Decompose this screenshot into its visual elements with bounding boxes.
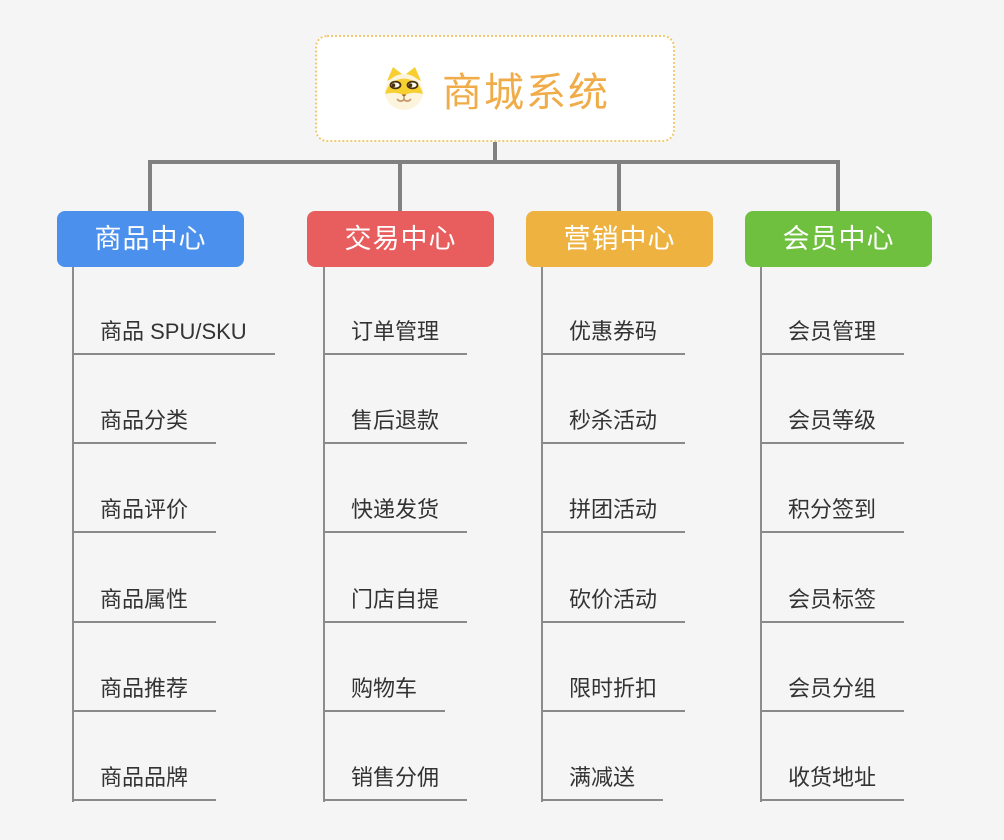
leaf-product-attribute[interactable]: 商品属性	[72, 585, 217, 623]
dog-face-icon	[385, 66, 423, 110]
leaf-group-buy[interactable]: 拼团活动	[541, 495, 686, 533]
connector-root-stem	[493, 140, 497, 164]
connector-spine-trade	[323, 267, 325, 802]
leaf-product-category[interactable]: 商品分类	[72, 406, 217, 444]
connector-spine-marketing	[541, 267, 543, 802]
connector-drop-product	[148, 160, 152, 211]
branch-product-center[interactable]: 商品中心	[57, 211, 244, 267]
leaf-bargain-activity[interactable]: 砍价活动	[541, 585, 686, 623]
connector-drop-marketing	[617, 160, 621, 211]
branch-marketing-center[interactable]: 营销中心	[526, 211, 713, 267]
leaf-limited-time-discount[interactable]: 限时折扣	[541, 674, 686, 712]
leaf-product-recommend[interactable]: 商品推荐	[72, 674, 217, 712]
leaf-member-management[interactable]: 会员管理	[760, 317, 905, 355]
leaf-after-sales-refund[interactable]: 售后退款	[323, 406, 468, 444]
leaf-coupon-code[interactable]: 优惠券码	[541, 317, 686, 355]
leaf-member-level[interactable]: 会员等级	[760, 406, 905, 444]
connector-drop-trade	[398, 160, 402, 211]
leaf-store-pickup[interactable]: 门店自提	[323, 585, 468, 623]
root-node-mall-system[interactable]: 商城系统	[315, 35, 675, 142]
leaf-member-tag[interactable]: 会员标签	[760, 585, 905, 623]
root-title: 商城系统	[442, 70, 610, 115]
connector-top-bar	[148, 160, 840, 164]
leaf-flash-sale[interactable]: 秒杀活动	[541, 406, 686, 444]
leaf-product-spu-sku[interactable]: 商品 SPU/SKU	[72, 317, 275, 355]
leaf-points-checkin[interactable]: 积分签到	[760, 495, 905, 533]
leaf-product-brand[interactable]: 商品品牌	[72, 763, 217, 801]
leaf-sales-commission[interactable]: 销售分佣	[323, 763, 468, 801]
leaf-member-group[interactable]: 会员分组	[760, 674, 905, 712]
leaf-shopping-cart[interactable]: 购物车	[323, 674, 446, 712]
branch-member-center[interactable]: 会员中心	[745, 211, 932, 267]
leaf-express-delivery[interactable]: 快递发货	[323, 495, 468, 533]
leaf-order-management[interactable]: 订单管理	[323, 317, 468, 355]
leaf-shipping-address[interactable]: 收货地址	[760, 763, 905, 801]
leaf-product-review[interactable]: 商品评价	[72, 495, 217, 533]
leaf-full-reduction[interactable]: 满减送	[541, 763, 664, 801]
connector-drop-member	[836, 160, 840, 211]
connector-spine-product	[72, 267, 74, 802]
connector-spine-member	[760, 267, 762, 802]
branch-trade-center[interactable]: 交易中心	[307, 211, 494, 267]
